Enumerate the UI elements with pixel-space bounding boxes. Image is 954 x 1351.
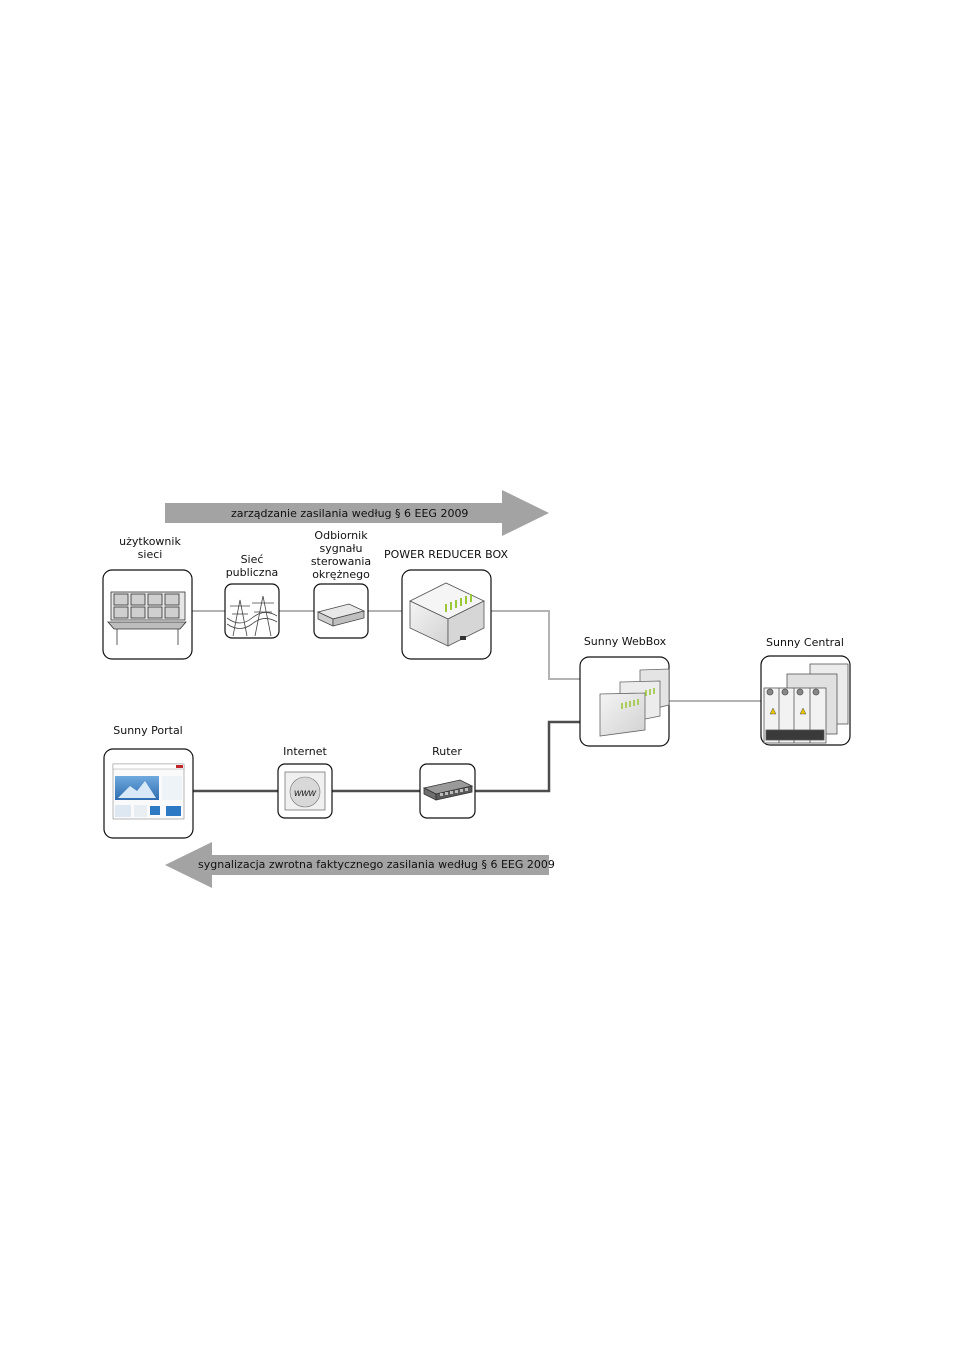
portal-screenshot-icon — [112, 763, 185, 820]
bottom-arrow-label: sygnalizacja zwrotna faktycznego zasilan… — [198, 858, 555, 871]
sunny-central-label: Sunny Central — [766, 636, 844, 649]
public-grid-box — [224, 583, 280, 639]
power-reducer-box — [401, 569, 492, 660]
top-arrow-label: zarządzanie zasilania według § 6 EEG 200… — [231, 507, 469, 520]
sunny-portal-box — [103, 748, 194, 839]
ripple-receiver-label: Odbiornik sygnału sterowania okrężnego — [301, 529, 381, 581]
grid-user-label: użytkownik sieci — [100, 535, 200, 561]
internet-icon-text: www — [294, 788, 316, 799]
control-desk-icon — [107, 591, 187, 645]
grid-user-label-line2: sieci — [137, 548, 163, 561]
sunny-central-box — [760, 655, 851, 746]
internet-label: Internet — [283, 745, 327, 758]
power-pylon-icon — [226, 595, 278, 637]
receiver-device-icon — [316, 603, 366, 627]
sunny-webbox-label: Sunny WebBox — [583, 635, 667, 648]
public-grid-label-line1: Sieć — [240, 553, 264, 566]
power-reducer-box-label: POWER REDUCER BOX — [384, 548, 508, 561]
router-box — [419, 763, 476, 819]
globe-icon: www — [284, 771, 326, 811]
public-grid-label-line2: publiczna — [225, 566, 279, 579]
power-reducer-device-icon — [409, 582, 485, 647]
webbox-device-icon — [599, 668, 670, 737]
bottom-arrow — [165, 842, 549, 888]
sunny-portal-label: Sunny Portal — [113, 724, 183, 737]
ripple-receiver-label-line1: Odbiornik — [314, 529, 368, 542]
internet-box: www — [277, 763, 333, 819]
grid-user-label-line1: użytkownik — [119, 535, 181, 548]
bottom-connection-lines — [193, 720, 580, 793]
public-grid-label: Sieć publiczna — [212, 553, 292, 579]
grid-user-box — [102, 569, 193, 660]
sunny-webbox-box — [579, 656, 670, 747]
ripple-receiver-label-line3: sterowania — [310, 555, 372, 568]
ripple-receiver-label-line4: okrężnego — [312, 568, 370, 581]
ripple-receiver-label-line2: sygnału — [319, 542, 363, 555]
top-connection-lines — [192, 610, 761, 702]
router-icon — [422, 779, 474, 801]
ripple-receiver-box — [313, 583, 369, 639]
top-arrow — [165, 490, 549, 536]
router-label: Ruter — [432, 745, 462, 758]
central-inverter-icon — [763, 663, 849, 744]
